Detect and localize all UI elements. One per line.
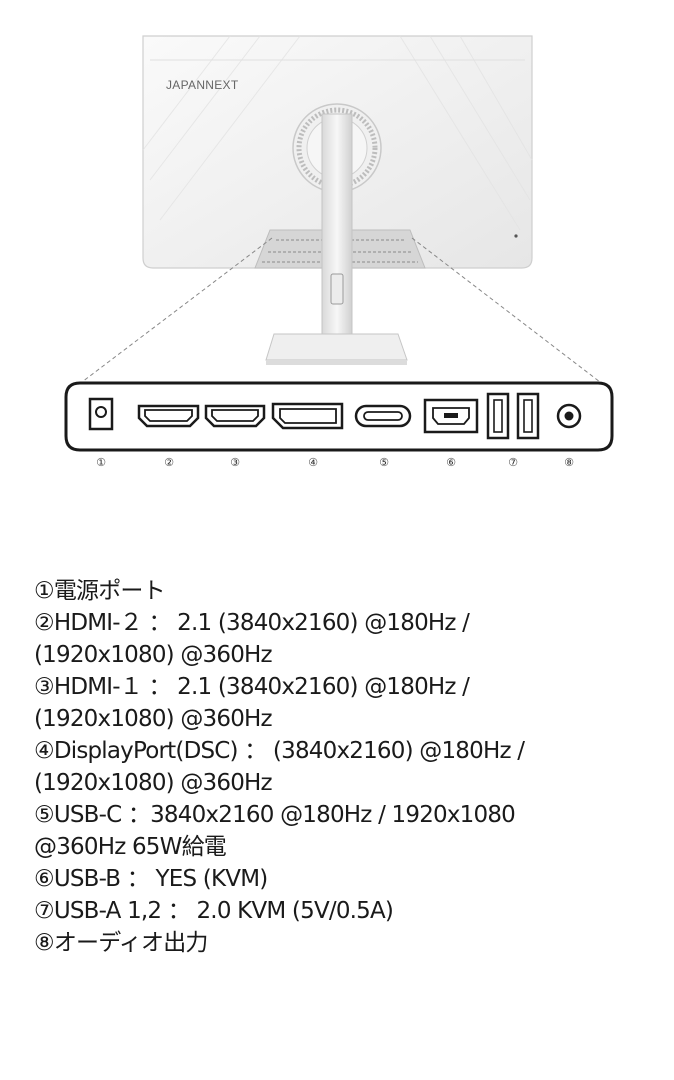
spec-line-usb-c-cont: @360Hz 65W給電 xyxy=(34,834,227,860)
hdmi-1-port xyxy=(204,404,266,428)
spec-line-usb-b: ⑥USB-B ： YES (KVM) xyxy=(34,866,268,892)
usb-c-port xyxy=(354,404,412,428)
callout-lines xyxy=(81,237,601,383)
stand-neck xyxy=(321,113,353,355)
brand-logo: JAPANNEXT xyxy=(166,78,239,92)
spec-line-hdmi-1: ③HDMI-１ ： 2.1 (3840x2160) @180Hz / xyxy=(34,674,470,700)
port-marker-6: ⑥ xyxy=(446,456,456,469)
port-panel xyxy=(64,381,614,452)
displayport-port xyxy=(271,402,344,430)
usb-a-port-1 xyxy=(486,392,510,440)
stand-base xyxy=(265,333,408,365)
port-marker-4: ④ xyxy=(308,456,318,469)
spec-line-usb-c: ⑤USB-C ：3840x2160 @180Hz / 1920x1080 xyxy=(34,802,516,828)
spec-line-usb-a: ⑦USB-A 1,2 ： 2.0 KVM (5V/0.5A) xyxy=(34,898,394,924)
port-marker-3: ③ xyxy=(230,456,240,469)
monitor-rear-illustration: JAPANNEXT xyxy=(64,35,614,469)
spec-line-hdmi-1-cont: (1920x1080) @360Hz xyxy=(34,706,273,732)
port-marker-1: ① xyxy=(96,456,106,469)
spec-line-displayport-cont: (1920x1080) @360Hz xyxy=(34,770,273,796)
port-marker-8: ⑧ xyxy=(564,456,574,469)
spec-line-hdmi-2: ②HDMI-２ ： 2.1 (3840x2160) @180Hz / xyxy=(34,610,470,636)
spec-line-displayport: ④DisplayPort(DSC) ： (3840x2160) @180Hz / xyxy=(34,738,525,764)
audio-out-port xyxy=(556,403,582,429)
spec-line-power-port: ①電源ポート xyxy=(34,578,166,604)
spec-line-audio-out: ⑧オーディオ出力 xyxy=(34,930,208,956)
port-markers: ① ② ③ ④ ⑤ ⑥ ⑦ ⑧ xyxy=(96,456,574,469)
dc-power-port xyxy=(88,397,114,431)
hdmi-2-port xyxy=(137,404,200,428)
usb-b-port xyxy=(423,398,479,434)
spec-line-hdmi-2-cont: (1920x1080) @360Hz xyxy=(34,642,273,668)
usb-a-port-2 xyxy=(516,392,540,440)
port-marker-7: ⑦ xyxy=(508,456,518,469)
indicator-dot xyxy=(514,234,518,238)
port-marker-5: ⑤ xyxy=(379,456,389,469)
port-spec-list: ①電源ポート ②HDMI-２ ： 2.1 (3840x2160) @180Hz … xyxy=(34,575,654,959)
port-marker-2: ② xyxy=(164,456,174,469)
